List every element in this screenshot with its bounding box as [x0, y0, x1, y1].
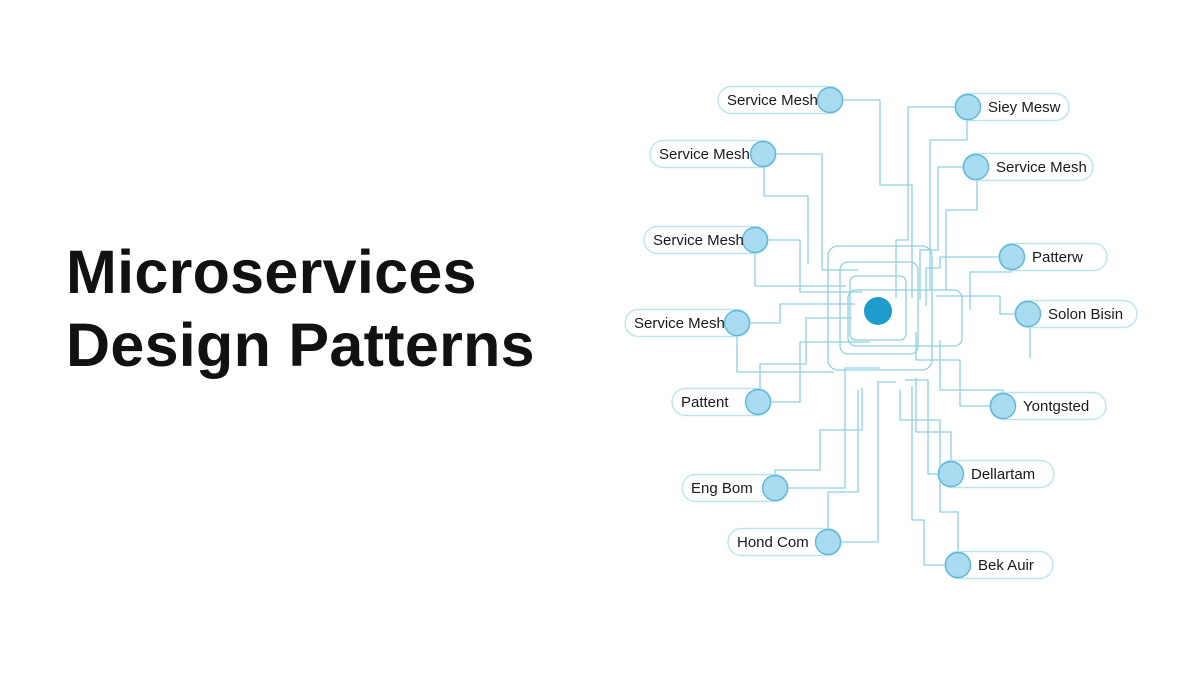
connector-line — [827, 390, 859, 542]
connector-line — [759, 317, 852, 402]
connector-line — [945, 167, 978, 290]
node-label: Service Mesh — [653, 232, 744, 249]
title-line-2: Design Patterns — [66, 311, 535, 380]
connector-line — [919, 166, 963, 300]
node-left-service-mesh-1: Service Mesh — [717, 85, 844, 115]
node-label: Pattent — [681, 394, 729, 411]
node-label: Hond Com — [737, 534, 809, 551]
node-left-service-mesh-2: Service Mesh — [649, 139, 777, 169]
connector-line — [776, 153, 858, 271]
connector-line — [754, 240, 846, 287]
connector-line — [750, 303, 855, 324]
node-dot-icon — [944, 551, 972, 579]
node-left-hond-com-7: Hond Com — [727, 527, 842, 557]
connector-line — [915, 378, 952, 474]
connector-line — [843, 99, 913, 298]
node-dot-icon — [937, 460, 965, 488]
connector-line — [768, 239, 862, 293]
hub-frame-rect — [839, 261, 919, 355]
connector-line — [841, 381, 896, 543]
node-label: Patterw — [1032, 249, 1083, 266]
node-dot-icon — [814, 528, 842, 556]
node-right-dellartam-6: Dellartam — [937, 459, 1055, 489]
connector-line — [788, 367, 880, 489]
node-dot-icon — [761, 474, 789, 502]
node-dot-icon — [741, 226, 769, 254]
node-right-bek-auir-7: Bek Auir — [944, 550, 1054, 580]
page-title: Microservices Design Patterns — [66, 236, 535, 382]
hub-frame-rect — [827, 245, 933, 371]
connector-line — [911, 386, 945, 566]
node-left-eng-bom-6: Eng Bom — [681, 473, 789, 503]
hub-frame — [827, 245, 963, 371]
node-right-siey-mesw-1: Siey Mesw — [954, 92, 1070, 122]
connector-line — [929, 107, 968, 290]
connector-line — [736, 323, 834, 373]
hub-frame-rect — [849, 275, 907, 341]
connector-line — [925, 256, 999, 306]
node-label: Eng Bom — [691, 480, 753, 497]
node-right-patterw-3: Patterw — [998, 242, 1108, 272]
node-right-solon-bisin-4: Solon Bisin — [1014, 299, 1138, 329]
central-hub-icon — [864, 297, 892, 325]
node-label: Service Mesh — [634, 315, 725, 332]
node-dot-icon — [723, 309, 751, 337]
connector-line — [895, 106, 955, 298]
node-dot-icon — [962, 153, 990, 181]
node-dot-icon — [749, 140, 777, 168]
node-label: Yontgsted — [1023, 398, 1089, 415]
connector-line — [763, 154, 809, 264]
node-label: Dellartam — [971, 466, 1035, 483]
node-label: Service Mesh — [727, 92, 818, 109]
node-dot-icon — [816, 86, 844, 114]
node-label: Service Mesh — [996, 159, 1087, 176]
node-dot-icon — [998, 243, 1026, 271]
node-dot-icon — [1014, 300, 1042, 328]
central-hub-group — [864, 297, 892, 325]
title-line-1: Microservices — [66, 238, 477, 306]
connector-line — [915, 332, 990, 407]
node-label: Bek Auir — [978, 557, 1034, 574]
connector-line — [774, 388, 863, 488]
node-left-pattent-5: Pattent — [671, 387, 772, 417]
node-dot-icon — [954, 93, 982, 121]
node-label: Solon Bisin — [1048, 306, 1123, 323]
node-label: Service Mesh — [659, 146, 750, 163]
node-right-yontgsted-5: Yontgsted — [989, 391, 1107, 421]
node-left-service-mesh-4: Service Mesh — [624, 308, 751, 338]
node-dot-icon — [989, 392, 1017, 420]
node-label: Siey Mesw — [988, 99, 1061, 116]
node-right-service-mesh-2: Service Mesh — [962, 152, 1094, 182]
node-left-service-mesh-3: Service Mesh — [643, 225, 769, 255]
node-dot-icon — [744, 388, 772, 416]
connector-line — [905, 379, 938, 475]
